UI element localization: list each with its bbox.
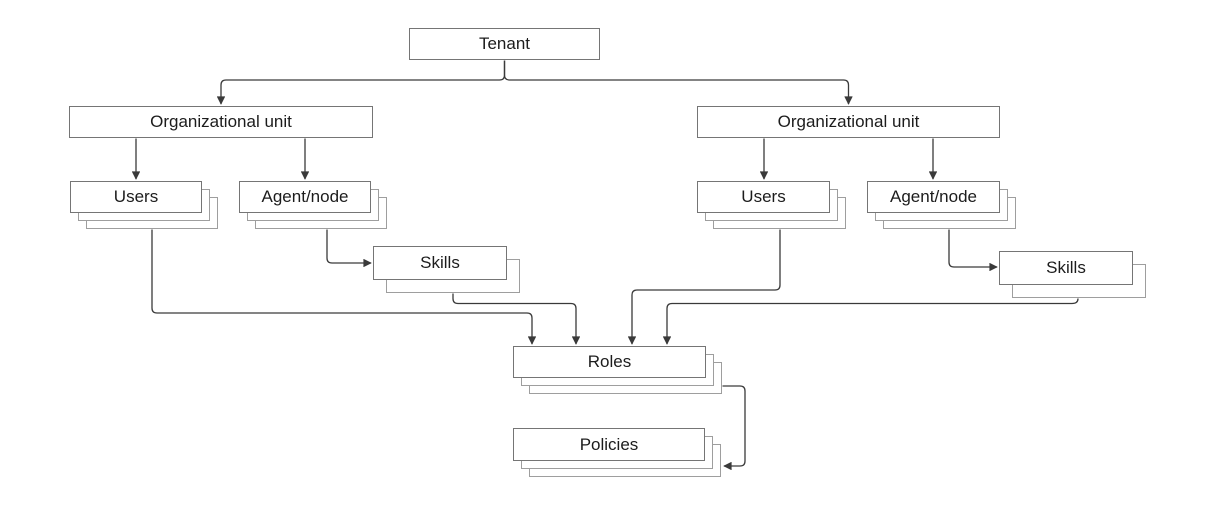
node-org-unit-right-label: Organizational unit (697, 106, 1000, 138)
edge-tenant-org-unit-left (216, 60, 506, 105)
node-agent-node-left: Agent/node (239, 181, 387, 229)
edge-tenant-org-unit-right (503, 60, 853, 105)
node-agent-node-right-label: Agent/node (867, 181, 1000, 213)
node-users-left-label: Users (70, 181, 202, 213)
node-skills-right-label: Skills (999, 251, 1133, 285)
node-org-unit-right: Organizational unit (697, 106, 1000, 138)
edge-agent-node-right-skills-right (948, 229, 998, 272)
node-users-right: Users (697, 181, 846, 229)
node-tenant-label: Tenant (409, 28, 600, 60)
edge-skills-left-roles (452, 293, 581, 345)
edge-skills-right-roles (662, 298, 1079, 345)
node-org-unit-left-label: Organizational unit (69, 106, 373, 138)
node-users-left: Users (70, 181, 218, 229)
node-roles: Roles (513, 346, 722, 394)
node-users-right-label: Users (697, 181, 830, 213)
node-policies-label: Policies (513, 428, 705, 461)
node-agent-node-right: Agent/node (867, 181, 1016, 229)
node-org-unit-left: Organizational unit (69, 106, 373, 138)
node-skills-left-label: Skills (373, 246, 507, 280)
edge-roles-policies (722, 385, 746, 471)
node-roles-label: Roles (513, 346, 706, 378)
node-agent-node-left-label: Agent/node (239, 181, 371, 213)
node-tenant: Tenant (409, 28, 600, 60)
edge-agent-node-left-skills-left (326, 229, 372, 268)
node-skills-left: Skills (373, 246, 520, 293)
node-skills-right: Skills (999, 251, 1146, 298)
edge-users-right-roles (627, 229, 781, 345)
node-policies: Policies (513, 428, 721, 477)
